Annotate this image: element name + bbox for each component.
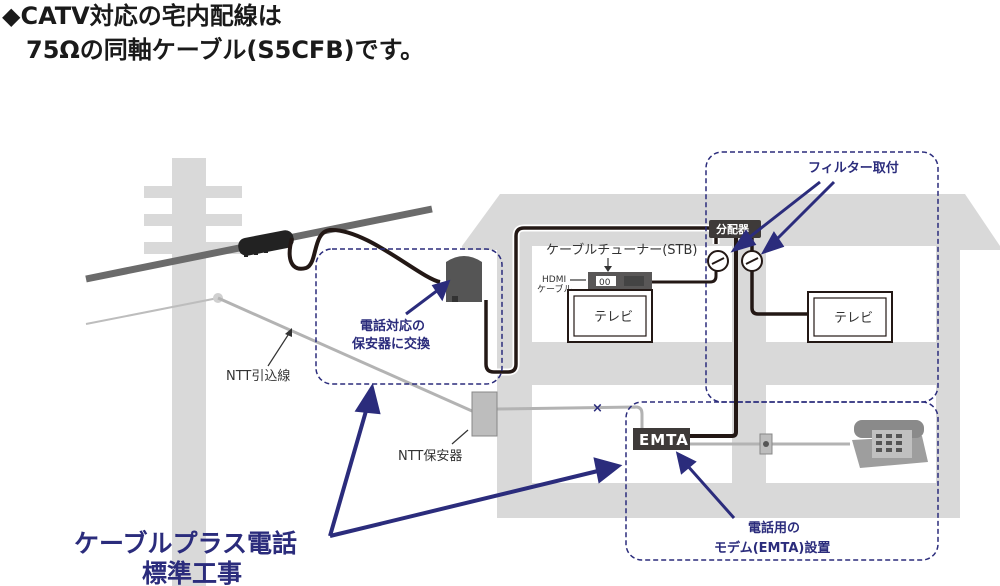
cable-closure <box>238 230 294 257</box>
tv-set: テレビ <box>567 289 653 343</box>
emta-arrow <box>675 451 736 519</box>
ntt-dropline <box>217 296 473 413</box>
protector-change-label-2: 保安器に交換 <box>351 336 431 352</box>
emta-note-label-2: モデム(EMTA)設置 <box>714 540 830 556</box>
tv-right-label: テレビ <box>834 311 873 326</box>
filter-icon <box>707 250 729 272</box>
stb-box: 00 <box>588 272 652 290</box>
cableplus-arrows <box>328 382 623 538</box>
filter-icon <box>741 250 763 272</box>
ntt-dropline-pointer <box>267 331 291 367</box>
ntt-protector-label: NTT保安器 <box>398 449 462 464</box>
tv-left-label: テレビ <box>594 310 633 325</box>
ntt-line-top <box>85 297 219 325</box>
ntt-protector-pointer <box>451 429 469 445</box>
cut-mark: × <box>592 401 603 416</box>
hdmi-label-2: ケーブル <box>537 283 572 295</box>
tv-set: テレビ <box>807 291 893 343</box>
stb-label: ケーブルチューナー(STB) <box>546 242 697 258</box>
ntt-dropline-label: NTT引込線 <box>226 368 290 384</box>
protector-arrow <box>405 279 451 316</box>
stb-display: 00 <box>599 278 611 288</box>
emta-modem: EMTA <box>633 428 690 450</box>
phone-icon <box>852 420 928 468</box>
filter-label: フィルター取付 <box>808 160 899 176</box>
filter-arrows <box>730 180 836 255</box>
cableplus-label-2: 標準工事 <box>142 559 242 586</box>
hdmi-label-1: HDMI <box>542 275 566 285</box>
splitter-label: 分配器 <box>716 222 750 236</box>
ntt-line-to-emta <box>496 405 644 432</box>
emta-note-label-1: 電話用の <box>748 520 800 536</box>
title-line-2: 75Ωの同軸ケーブル(S5CFB)です。 <box>26 36 424 64</box>
wall-jack-icon <box>759 433 773 455</box>
title-line-1: ◆CATV対応の宅内配線は <box>2 2 282 30</box>
protector-change-label-1: 電話対応の <box>360 318 425 334</box>
zone-emta <box>625 401 939 561</box>
ntt-dropline-pointer-head <box>285 328 292 337</box>
emta-label: EMTA <box>639 431 689 449</box>
coax-splitter-stb <box>652 268 718 284</box>
protector-box <box>446 256 482 302</box>
ntt-protector-box <box>471 391 498 437</box>
coax-splitter-emta <box>690 238 738 438</box>
zone-protector <box>315 248 503 385</box>
zone-filter <box>705 151 939 403</box>
cableplus-label-1: ケーブルプラス電話 <box>74 529 297 558</box>
coax-splitter-tv <box>750 238 808 316</box>
utility-pole <box>144 158 242 586</box>
coax-drop <box>287 227 441 284</box>
stb-pointer-head <box>604 266 612 272</box>
